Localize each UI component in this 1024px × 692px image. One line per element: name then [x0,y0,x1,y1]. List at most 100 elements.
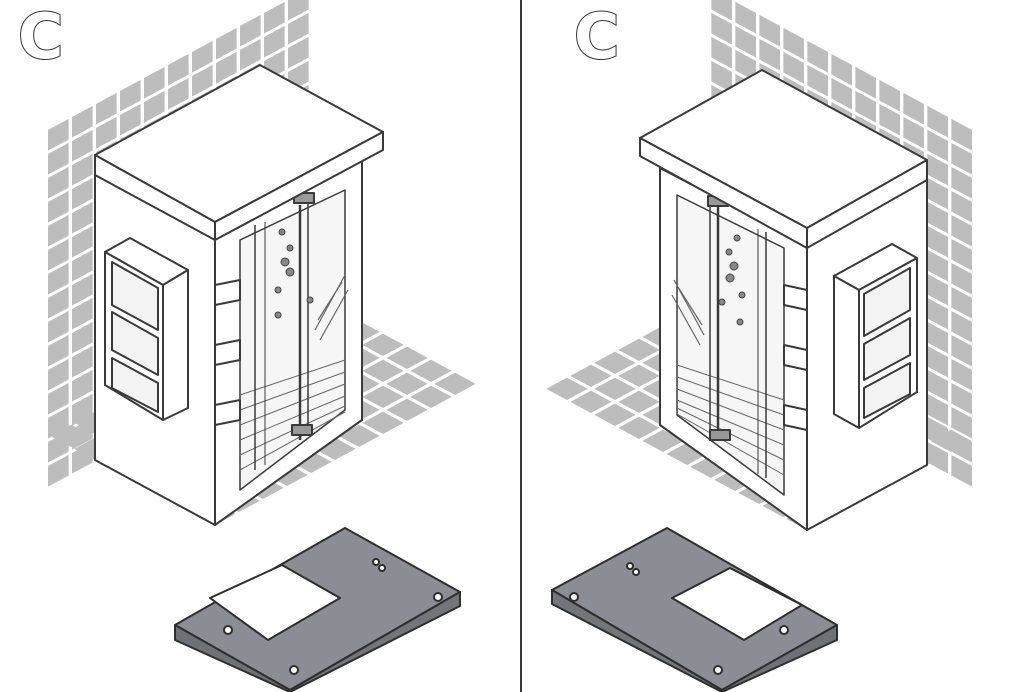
tile [362,411,404,434]
tile [48,118,69,151]
tile [48,286,69,319]
tile [927,321,948,354]
base-plate [174,527,461,692]
tile [240,14,261,47]
tile [951,166,972,199]
tile [690,455,732,478]
tile [72,177,93,210]
tile [288,36,309,69]
tile [96,116,117,149]
tile [72,105,93,138]
tile [618,416,660,439]
tile [120,103,141,136]
tile [72,225,93,258]
tile [927,273,948,306]
tile [216,51,237,84]
tile [50,424,92,447]
tile [903,92,924,125]
tile [831,77,852,110]
tile [168,53,189,86]
tile [216,27,237,60]
tile [927,177,948,210]
tile [951,238,972,271]
tile [570,364,612,387]
tile [927,225,948,258]
tile [48,310,69,343]
variant-left-panel: C [17,0,476,692]
tile [927,297,948,330]
tile [570,390,612,413]
tile [72,153,93,186]
tile [48,238,69,271]
tile [386,372,428,395]
tile [48,262,69,295]
shower-cabin-left-illustration [48,0,476,692]
tile [546,377,588,400]
tile [264,1,285,34]
tile [783,51,804,84]
tile [951,118,972,151]
tile [927,201,948,234]
tile [144,90,165,123]
tile [711,12,732,45]
base-plate [551,527,838,692]
tile [618,364,660,387]
tile [192,40,213,73]
tile [951,214,972,247]
tile [903,116,924,149]
tile [711,0,732,21]
tile [618,390,660,413]
tile [927,153,948,186]
tile [362,333,404,356]
tile [410,359,452,382]
tile [362,385,404,408]
tile [120,79,141,112]
tile [48,214,69,247]
tile [783,27,804,60]
tile [951,190,972,223]
tile [48,358,69,391]
tile [735,25,756,58]
tile [927,129,948,162]
variant-label: C [17,0,64,73]
tile [288,0,309,21]
tile [714,468,756,491]
side-shelf-unit [833,243,918,429]
tile [96,92,117,125]
tile [192,64,213,97]
tile [72,369,93,402]
tile [240,38,261,71]
tile [144,66,165,99]
tile [951,454,972,487]
side-shelf-unit [104,237,189,421]
tile [72,297,93,330]
tile [72,273,93,306]
tile [951,406,972,439]
tile [951,286,972,319]
tile [951,310,972,343]
tile [48,406,69,439]
tile [288,12,309,45]
shower-cabin-right-illustration [546,0,972,692]
tile [618,338,660,361]
tile [927,369,948,402]
tile [951,142,972,175]
panel-divider [520,0,522,692]
tile [264,25,285,58]
tile [72,393,93,426]
tile [759,38,780,71]
tile [362,359,404,382]
tile [951,334,972,367]
shower-cabin [94,64,384,526]
tile [927,249,948,282]
tile [594,351,636,374]
tile [594,377,636,400]
tile [410,385,452,408]
tile [951,382,972,415]
tile [735,1,756,34]
tile [666,442,708,465]
tile [48,334,69,367]
tile [594,403,636,426]
tile [72,201,93,234]
variant-right-panel: C [522,0,1024,692]
